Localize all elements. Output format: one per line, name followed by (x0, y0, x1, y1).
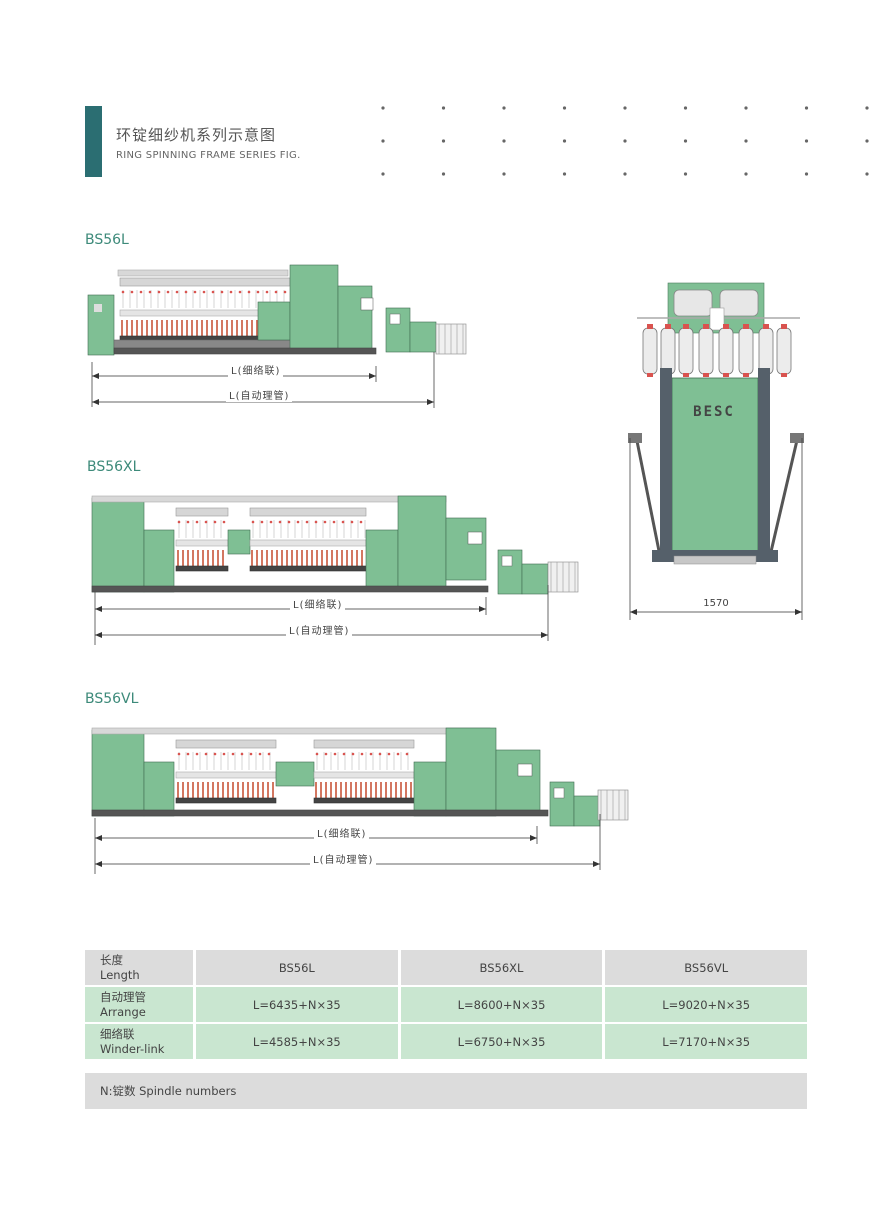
table-header-cell: BS56VL (602, 950, 807, 985)
row-label-cn: 细络联 (100, 1026, 135, 1041)
table-header-cell: BS56XL (397, 950, 603, 985)
page-title: 环锭细纱机系列示意图 (116, 126, 277, 144)
dim-label-arrange-bs56l: L(自动理管) (226, 387, 293, 402)
page-subtitle: RING SPINNING FRAME SERIES FIG. (116, 150, 301, 161)
table-header-label: 长度 Length (85, 950, 193, 985)
machine-drawing-bs56l (87, 264, 467, 408)
decorative-dot-grid (381, 106, 869, 176)
row-label: 细络联 Winder-link (85, 1024, 193, 1059)
table-cell: L=6435+N×35 (193, 987, 398, 1022)
length-spec-table: 长度 Length BS56L BS56XL BS56VL 自动理管 Arran… (85, 948, 807, 1061)
dim-label-arrange-bs56vl: L(自动理管) (310, 851, 377, 866)
header-label-en: Length (100, 967, 140, 982)
dim-label-winder-bs56vl: L(细络联) (314, 825, 370, 840)
machine-drawing-bs56xl (91, 495, 579, 645)
table-row: 自动理管 Arrange L=6435+N×35 L=8600+N×35 L=9… (85, 987, 807, 1022)
header-label-cn: 长度 (100, 952, 123, 967)
row-label-en: Winder-link (100, 1041, 165, 1056)
model-label-bs56l: BS56L (85, 232, 129, 248)
table-cell: L=9020+N×35 (602, 987, 807, 1022)
table-row: 细络联 Winder-link L=4585+N×35 L=6750+N×35 … (85, 1024, 807, 1059)
table-header-row: 长度 Length BS56L BS56XL BS56VL (85, 950, 807, 985)
table-cell: L=7170+N×35 (602, 1024, 807, 1059)
model-label-bs56xl: BS56XL (87, 459, 141, 475)
model-label-bs56vl: BS56VL (85, 691, 139, 707)
footnote-spindle-numbers: N:锭数 Spindle numbers (85, 1073, 807, 1109)
machine-drawing-bs56vl (91, 727, 629, 874)
side-view-drawing: BESC 1570 (628, 282, 804, 620)
dim-label-winder-bs56xl: L(细络联) (290, 596, 346, 611)
side-view-brand-logo: BESC (693, 404, 735, 420)
row-label-cn: 自动理管 (100, 989, 146, 1004)
table-header-cell: BS56L (193, 950, 398, 985)
header-accent-bar (85, 106, 102, 177)
dim-label-arrange-bs56xl: L(自动理管) (286, 622, 353, 637)
table-cell: L=4585+N×35 (193, 1024, 398, 1059)
footnote-text: N:锭数 Spindle numbers (100, 1084, 237, 1098)
table-cell: L=8600+N×35 (397, 987, 603, 1022)
dim-label-winder-bs56l: L(细络联) (228, 362, 284, 377)
table-cell: L=6750+N×35 (397, 1024, 603, 1059)
row-label-en: Arrange (100, 1004, 146, 1019)
row-label: 自动理管 Arrange (85, 987, 193, 1022)
side-view-width-label: 1570 (703, 598, 728, 609)
